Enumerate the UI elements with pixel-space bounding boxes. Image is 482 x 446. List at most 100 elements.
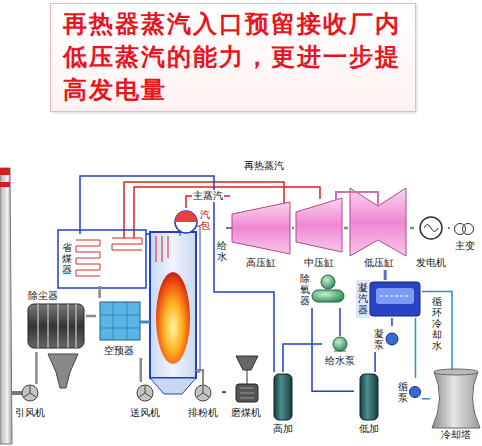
turbine (226, 227, 232, 229)
equipment-label: 空预器 (104, 345, 134, 357)
equipment-box: 高压缸 (230, 190, 292, 270)
boiler (156, 236, 168, 262)
equipment-box: 凝汽器 (356, 280, 422, 318)
pipe-connector (344, 227, 348, 230)
pipe-connector (384, 270, 387, 280)
boiler (180, 232, 181, 236)
chimney (0, 168, 10, 175)
equipment-label: 汽包 (200, 209, 210, 231)
deaerator-and-pumps (386, 333, 398, 345)
boiler (156, 272, 190, 364)
equipment-box: 高加 (268, 372, 298, 436)
chimney (0, 168, 12, 444)
deaerator-and-pumps (334, 351, 346, 352)
turbine (296, 198, 342, 252)
turbine (336, 192, 378, 206)
coal-mill (236, 384, 258, 402)
equipment-box: 循泵 (396, 378, 422, 406)
fans (22, 385, 38, 401)
deaerator-and-pumps (312, 290, 344, 302)
pipe-connector (410, 227, 414, 230)
equipment-box: 引风机 (10, 384, 50, 420)
equipment-box: 凝泵 (372, 326, 400, 352)
pipe-connector (448, 227, 450, 229)
generator-and-transformer (420, 217, 442, 239)
equipment-label: 送风机 (130, 407, 160, 419)
chimney (11, 391, 22, 395)
deaerator-and-pumps (321, 275, 335, 289)
deaerator-and-pumps (333, 337, 347, 351)
equipment-label: 高加 (273, 423, 293, 435)
fans (24, 386, 36, 397)
equipment-label: 主变 (455, 240, 475, 252)
pipe-connector (415, 318, 417, 378)
equipment-box: 送风机 (124, 382, 166, 420)
equipment-label: 循泵 (398, 381, 408, 403)
air-preheater (140, 321, 150, 324)
condenser (356, 280, 420, 318)
condenser (380, 296, 410, 297)
equipment-label: 省煤器 (62, 242, 72, 275)
equipment-box: 主变 (450, 221, 480, 253)
pipe-connector (98, 286, 101, 298)
equipment-label: 凝汽器 (358, 282, 368, 315)
generator-and-transformer (424, 225, 438, 232)
boiler (150, 378, 196, 394)
pipe-connector (312, 308, 354, 391)
pipe-label: 再热蒸汽 (244, 160, 284, 172)
feed-heaters (360, 374, 378, 420)
deaerator-and-pumps (410, 387, 421, 398)
air-preheater (100, 302, 150, 340)
fans (22, 370, 211, 401)
chimney (0, 182, 10, 187)
pipe-connector (86, 315, 96, 318)
equipment-label: 除尘器 (28, 290, 58, 302)
equipment-box: 低加 (354, 372, 384, 436)
condenser (370, 282, 420, 316)
condenser (376, 288, 414, 304)
pipe-label: 给水 (217, 240, 227, 262)
boiler (112, 238, 142, 250)
pipe-connector (80, 176, 274, 372)
equipment-box: 中压缸 (294, 196, 344, 270)
pipe-connector (374, 352, 376, 372)
equipment-box: 除氧器 (298, 272, 346, 308)
equipment-box: 除尘器 (24, 290, 86, 352)
equipment-label: 凝泵 (374, 328, 384, 350)
coal-mill (236, 356, 258, 402)
precipitator (28, 304, 84, 348)
title-text: 再热器蒸汽入口预留接收厂内低压蒸汽的能力，更进一步提高发电量 (63, 8, 403, 107)
reheat-steam-pipes (134, 187, 320, 238)
coal-mill (236, 356, 258, 370)
precipitator (28, 304, 84, 388)
equipment-label: 冷却塔 (441, 429, 471, 441)
equipment-label: 低压缸 (364, 257, 394, 269)
pipe-connector (422, 291, 452, 370)
pipe-label: 主蒸汽 (192, 190, 224, 202)
boiler (196, 226, 200, 372)
cooling-tower (432, 372, 480, 428)
air-preheater (100, 302, 140, 340)
equipment-label: 中压缸 (304, 257, 334, 269)
title-box: 再热器蒸汽入口预留接收厂内低压蒸汽的能力，更进一步提高发电量 (50, 3, 416, 112)
equipment-box: 空预器 (96, 298, 142, 358)
equipment-label: 除氧器 (300, 273, 310, 306)
reheat-steam-pipes (124, 182, 320, 238)
coal-mill (247, 370, 248, 384)
pipe-connector (391, 318, 393, 326)
fans (196, 370, 203, 385)
equipment-box: 给水泵 (322, 336, 358, 368)
fans (195, 385, 211, 401)
equipment-box: 汽包 (172, 208, 212, 236)
pipe-connector (422, 398, 430, 400)
equipment-box: 低压缸 (348, 186, 410, 270)
coal-mill (240, 388, 254, 398)
condenser (356, 280, 370, 318)
precipitator (48, 354, 78, 388)
cooling-tower (432, 369, 480, 428)
feed-heaters (274, 374, 378, 420)
cooling-tower (434, 369, 478, 375)
fans (139, 386, 151, 397)
precipitator (38, 304, 76, 348)
feed-heaters (274, 374, 292, 420)
